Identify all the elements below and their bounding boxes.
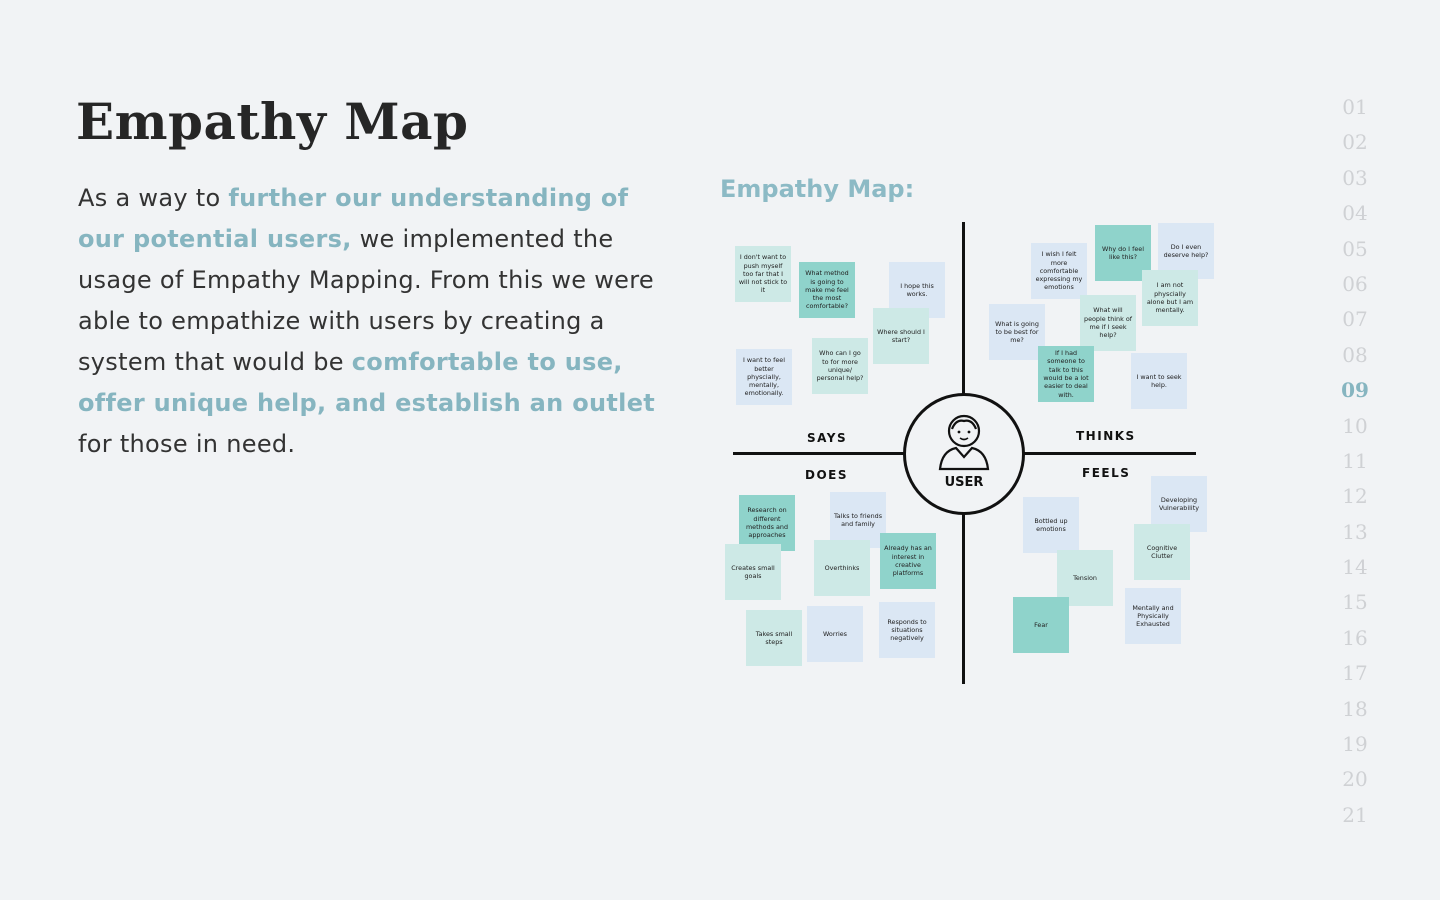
sticky-note: Who can I go to for more unique/ persona… bbox=[812, 338, 868, 394]
sticky-note: What will people think of me if I seek h… bbox=[1080, 295, 1136, 351]
sticky-note: Tension bbox=[1057, 550, 1113, 606]
nav-page-09-active[interactable]: 09 bbox=[1341, 378, 1369, 403]
sticky-note: Why do I feel like this? bbox=[1095, 225, 1151, 281]
user-label: USER bbox=[944, 475, 984, 490]
nav-page-01[interactable]: 01 bbox=[1342, 95, 1368, 119]
user-circle: USER bbox=[903, 393, 1025, 515]
sticky-note: Mentally and Physically Exhausted bbox=[1125, 588, 1181, 644]
quadrant-label-says: SAYS bbox=[807, 431, 848, 445]
nav-page-15[interactable]: 15 bbox=[1342, 590, 1368, 615]
empathy-map-title: Empathy Map: bbox=[720, 175, 915, 203]
nav-page-10[interactable]: 10 bbox=[1342, 413, 1368, 438]
nav-page-18[interactable]: 18 bbox=[1342, 696, 1368, 721]
quadrant-label-does: DOES bbox=[805, 468, 849, 482]
intro-highlight-1: further our understanding of our potenti… bbox=[78, 184, 629, 253]
sticky-note: What is going to be best for me? bbox=[989, 304, 1045, 360]
nav-page-14[interactable]: 14 bbox=[1342, 555, 1368, 580]
sticky-note: If I had someone to talk to this would b… bbox=[1038, 346, 1094, 402]
sticky-note: Bottled up emotions bbox=[1023, 497, 1079, 553]
quadrant-label-feels: FEELS bbox=[1082, 466, 1131, 480]
intro-highlight-2: comfortable to use, offer unique help, a… bbox=[78, 348, 656, 417]
nav-page-16[interactable]: 16 bbox=[1342, 625, 1368, 650]
sticky-note: Responds to situations negatively bbox=[879, 602, 935, 658]
sticky-note: What method is going to make me feel the… bbox=[799, 262, 855, 318]
sticky-note: Developing Vulnerability bbox=[1151, 476, 1207, 532]
empathy-map: USER SAYS THINKS DOES FEELS I don't want… bbox=[720, 220, 1214, 690]
nav-page-02[interactable]: 02 bbox=[1342, 130, 1368, 155]
nav-page-11[interactable]: 11 bbox=[1342, 448, 1368, 473]
sticky-note: Overthinks bbox=[814, 540, 870, 596]
nav-page-19[interactable]: 19 bbox=[1342, 732, 1368, 757]
nav-page-13[interactable]: 13 bbox=[1342, 519, 1368, 544]
sticky-note: I want to feel better physcially, mental… bbox=[736, 349, 792, 405]
nav-page-08[interactable]: 08 bbox=[1342, 342, 1368, 367]
nav-page-04[interactable]: 04 bbox=[1342, 201, 1368, 226]
page-title: Empathy Map bbox=[76, 92, 469, 151]
sticky-note: Fear bbox=[1013, 597, 1069, 653]
sticky-note: Worries bbox=[807, 606, 863, 662]
intro-text-3: for those in need. bbox=[78, 430, 296, 458]
nav-page-07[interactable]: 07 bbox=[1342, 307, 1368, 332]
nav-page-21[interactable]: 21 bbox=[1342, 802, 1368, 827]
intro-paragraph: As a way to further our understanding of… bbox=[78, 178, 678, 465]
nav-page-03[interactable]: 03 bbox=[1342, 165, 1368, 190]
sticky-note: Research on different methods and approa… bbox=[739, 495, 795, 551]
sticky-note: Creates small goals bbox=[725, 544, 781, 600]
nav-page-17[interactable]: 17 bbox=[1342, 661, 1368, 686]
sticky-note: Talks to friends and family bbox=[830, 492, 886, 548]
sticky-note: Cognitive Clutter bbox=[1134, 524, 1190, 580]
user-icon bbox=[938, 414, 990, 471]
sticky-note: Takes small steps bbox=[746, 610, 802, 666]
quadrant-label-thinks: THINKS bbox=[1076, 429, 1136, 443]
nav-page-20[interactable]: 20 bbox=[1342, 767, 1368, 792]
sticky-note: Do I even deserve help? bbox=[1158, 223, 1214, 279]
page-number-nav: 01 02 03 04 05 06 07 08 09 10 11 12 13 1… bbox=[1330, 90, 1380, 833]
sticky-note: I am not physcially alone but I am menta… bbox=[1142, 270, 1198, 326]
nav-page-06[interactable]: 06 bbox=[1342, 271, 1368, 296]
sticky-note: I don't want to push myself too far that… bbox=[735, 246, 791, 302]
nav-page-05[interactable]: 05 bbox=[1342, 236, 1368, 261]
sticky-note: I want to seek help. bbox=[1131, 353, 1187, 409]
sticky-note: Where should I start? bbox=[873, 308, 929, 364]
intro-text-1: As a way to bbox=[78, 184, 229, 212]
sticky-note: I wish I felt more comfortable expressin… bbox=[1031, 243, 1087, 299]
intro-text-2: we implemented the usage of Empathy Mapp… bbox=[78, 225, 654, 376]
nav-page-12[interactable]: 12 bbox=[1342, 484, 1368, 509]
sticky-note: Already has an interest in creative plat… bbox=[880, 533, 936, 589]
